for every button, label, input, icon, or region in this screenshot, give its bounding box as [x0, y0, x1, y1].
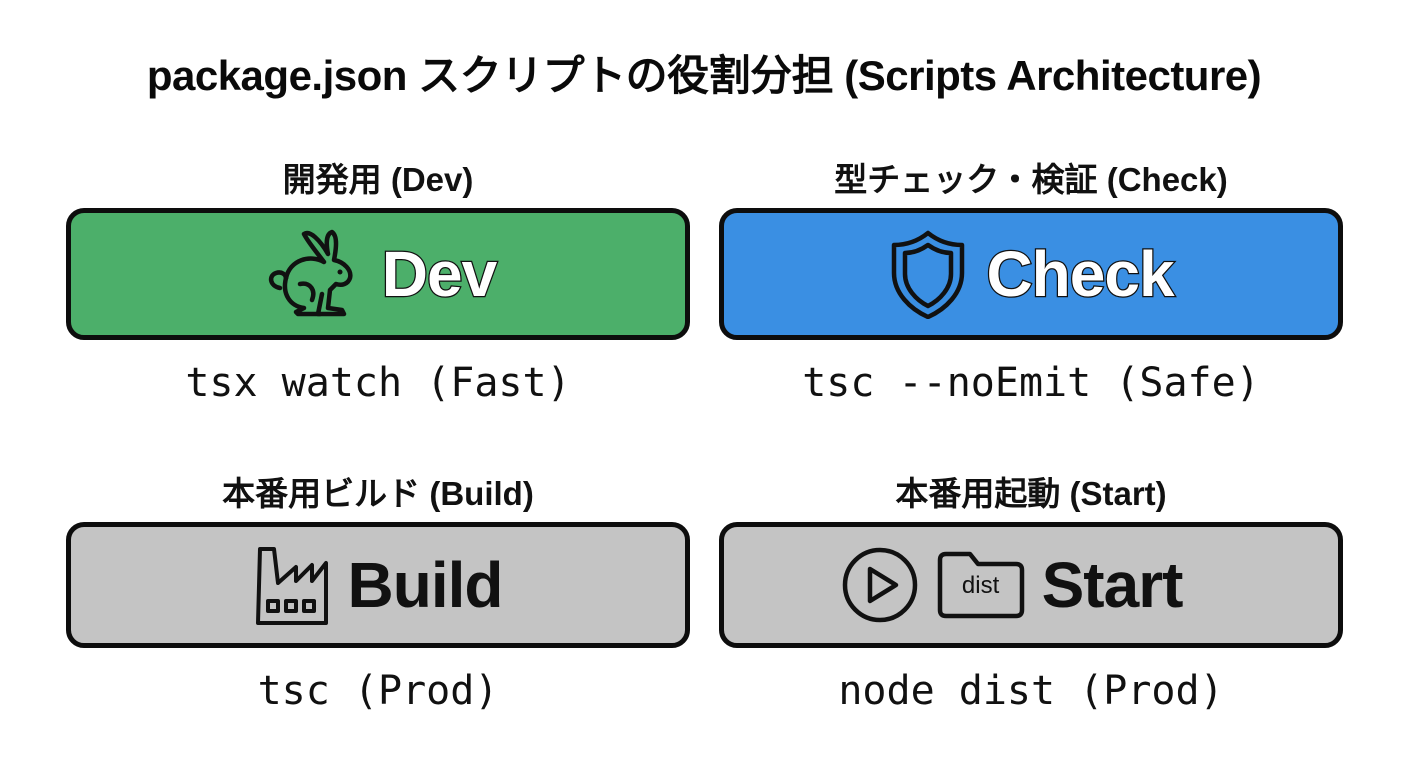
dev-label: 開発用 (Dev) [282, 161, 474, 198]
start-button-label: Start [1041, 549, 1184, 621]
build-label: 本番用ビルド (Build) [222, 475, 534, 512]
build-button[interactable]: Build [66, 522, 690, 648]
check-label: 型チェック・検証 (Check) [834, 161, 1228, 198]
dev-card: 開発用 (Dev) Dev tsx watch (Fast) [66, 152, 690, 422]
start-label: 本番用起動 (Start) [895, 475, 1167, 512]
start-command: node dist (Prod) [838, 668, 1224, 714]
folder-label: dist [961, 572, 1000, 599]
shield-icon [888, 229, 968, 319]
start-button[interactable]: dist Start [719, 522, 1343, 648]
build-button-label: Build [347, 549, 504, 621]
dev-command: tsx watch (Fast) [185, 360, 571, 406]
rabbit-icon [260, 228, 364, 320]
start-card: 本番用起動 (Start) dist Start node dist (Prod… [719, 466, 1343, 730]
build-card: 本番用ビルド (Build) Build tsc (Prod) [66, 466, 690, 730]
play-circle-icon [840, 545, 920, 625]
factory-icon [254, 543, 330, 627]
dev-button[interactable]: Dev [66, 208, 690, 340]
check-button-label: Check [985, 237, 1176, 312]
build-command: tsc (Prod) [257, 668, 499, 714]
check-card: 型チェック・検証 (Check) Check tsc --noEmit (Saf… [719, 152, 1343, 422]
check-command: tsc --noEmit (Safe) [802, 360, 1260, 406]
page-title: package.json スクリプトの役割分担 (Scripts Archite… [146, 52, 1262, 99]
folder-icon: dist [936, 550, 1026, 620]
check-button[interactable]: Check [719, 208, 1343, 340]
dev-button-label: Dev [381, 237, 499, 312]
